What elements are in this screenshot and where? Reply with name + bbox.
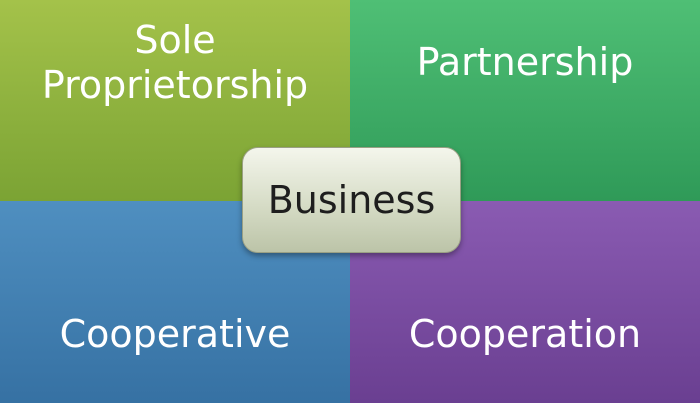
quadrant-cooperative: Cooperative xyxy=(0,201,350,403)
quadrant-sole-proprietorship: Sole Proprietorship xyxy=(0,0,350,201)
quadrant-label-partnership: Partnership xyxy=(416,40,634,84)
quadrant-label-cooperative: Cooperative xyxy=(59,312,291,356)
quadrant-label-cooperation: Cooperation xyxy=(408,312,642,356)
quadrant-label-sole-proprietorship: Sole Proprietorship xyxy=(41,18,309,107)
center-label: Business xyxy=(267,178,436,222)
center-node-business: Business xyxy=(242,147,461,253)
